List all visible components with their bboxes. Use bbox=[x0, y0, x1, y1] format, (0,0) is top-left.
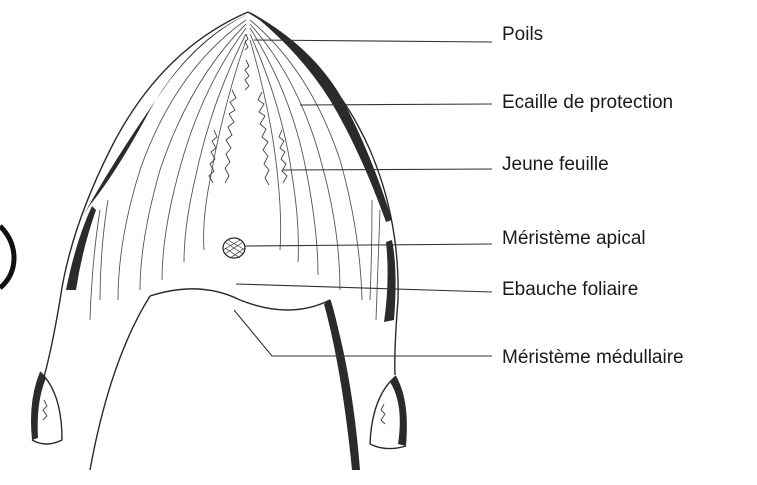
label-meristeme-medullaire: Méristème médullaire bbox=[502, 347, 684, 369]
apical-meristem bbox=[223, 238, 245, 258]
bud-outline bbox=[40, 12, 398, 390]
lateral-bud-right bbox=[370, 376, 407, 449]
lateral-bud-left bbox=[31, 372, 62, 444]
outer-scale-dark-right bbox=[250, 12, 392, 222]
label-meristeme-apical: Méristème apical bbox=[502, 228, 646, 250]
medullary-region bbox=[90, 289, 360, 470]
label-ebauche-foliaire: Ebauche foliaire bbox=[502, 279, 638, 301]
label-jeune-feuille: Jeune feuille bbox=[502, 154, 609, 176]
scale-dark-right-lower bbox=[384, 240, 396, 322]
label-ecaille-de-protection: Ecaille de protection bbox=[502, 92, 673, 114]
cropped-glyph bbox=[0, 226, 14, 288]
outer-scale-dark-left bbox=[84, 14, 248, 214]
label-poils: Poils bbox=[502, 24, 543, 46]
